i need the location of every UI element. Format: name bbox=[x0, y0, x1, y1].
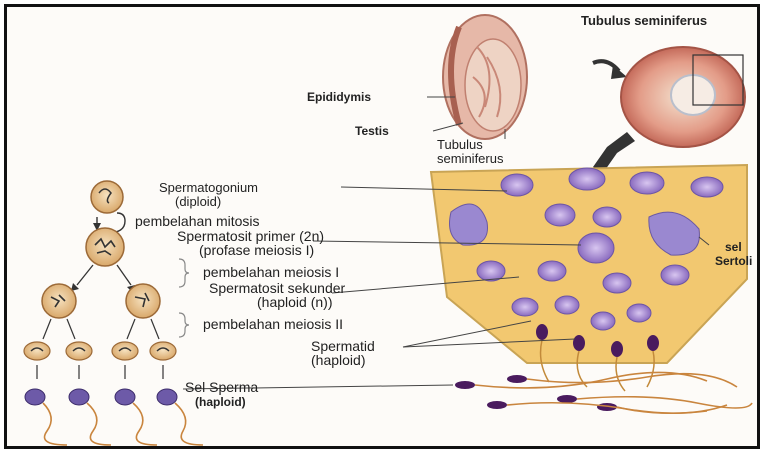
diagram-frame: Tubulus seminiferus Epididymis Testis Tu… bbox=[4, 4, 760, 449]
label-spermatogonium: Spermatogonium bbox=[159, 180, 258, 195]
label-mitosis: pembelahan mitosis bbox=[135, 213, 260, 229]
label-meiosis-1: pembelahan meiosis I bbox=[203, 264, 339, 280]
label-spermatogonium-diploid: (diploid) bbox=[175, 194, 221, 209]
tubule-cross-section bbox=[621, 47, 745, 147]
label-meiosis-2: pembelahan meiosis II bbox=[203, 316, 343, 332]
label-sel: sel bbox=[725, 240, 742, 254]
label-profase: (profase meiosis I) bbox=[199, 242, 314, 258]
label-testis: Testis bbox=[355, 124, 389, 138]
label-sel-sperma: Sel Sperma bbox=[185, 379, 258, 395]
spermatogenesis-diagram: Tubulus seminiferus Epididymis Testis Tu… bbox=[7, 7, 757, 446]
label-tubulus-mid-2: seminiferus bbox=[437, 151, 504, 166]
tubule-tissue bbox=[431, 165, 747, 391]
spermatogonium-cell bbox=[91, 181, 123, 213]
label-sel-sperma-haploid: (haploid) bbox=[195, 395, 246, 409]
braces bbox=[179, 259, 189, 337]
label-haploid-n: (haploid (n)) bbox=[257, 294, 332, 310]
label-epididymis: Epididymis bbox=[307, 90, 371, 104]
testis-illustration bbox=[443, 15, 527, 139]
free-sperm bbox=[455, 372, 752, 413]
label-spermatid-haploid: (haploid) bbox=[311, 352, 365, 368]
label-sertoli: Sertoli bbox=[715, 254, 752, 268]
label-tubulus-mid-1: Tubulus bbox=[437, 137, 483, 152]
label-tubulus-top: Tubulus seminiferus bbox=[581, 13, 707, 28]
